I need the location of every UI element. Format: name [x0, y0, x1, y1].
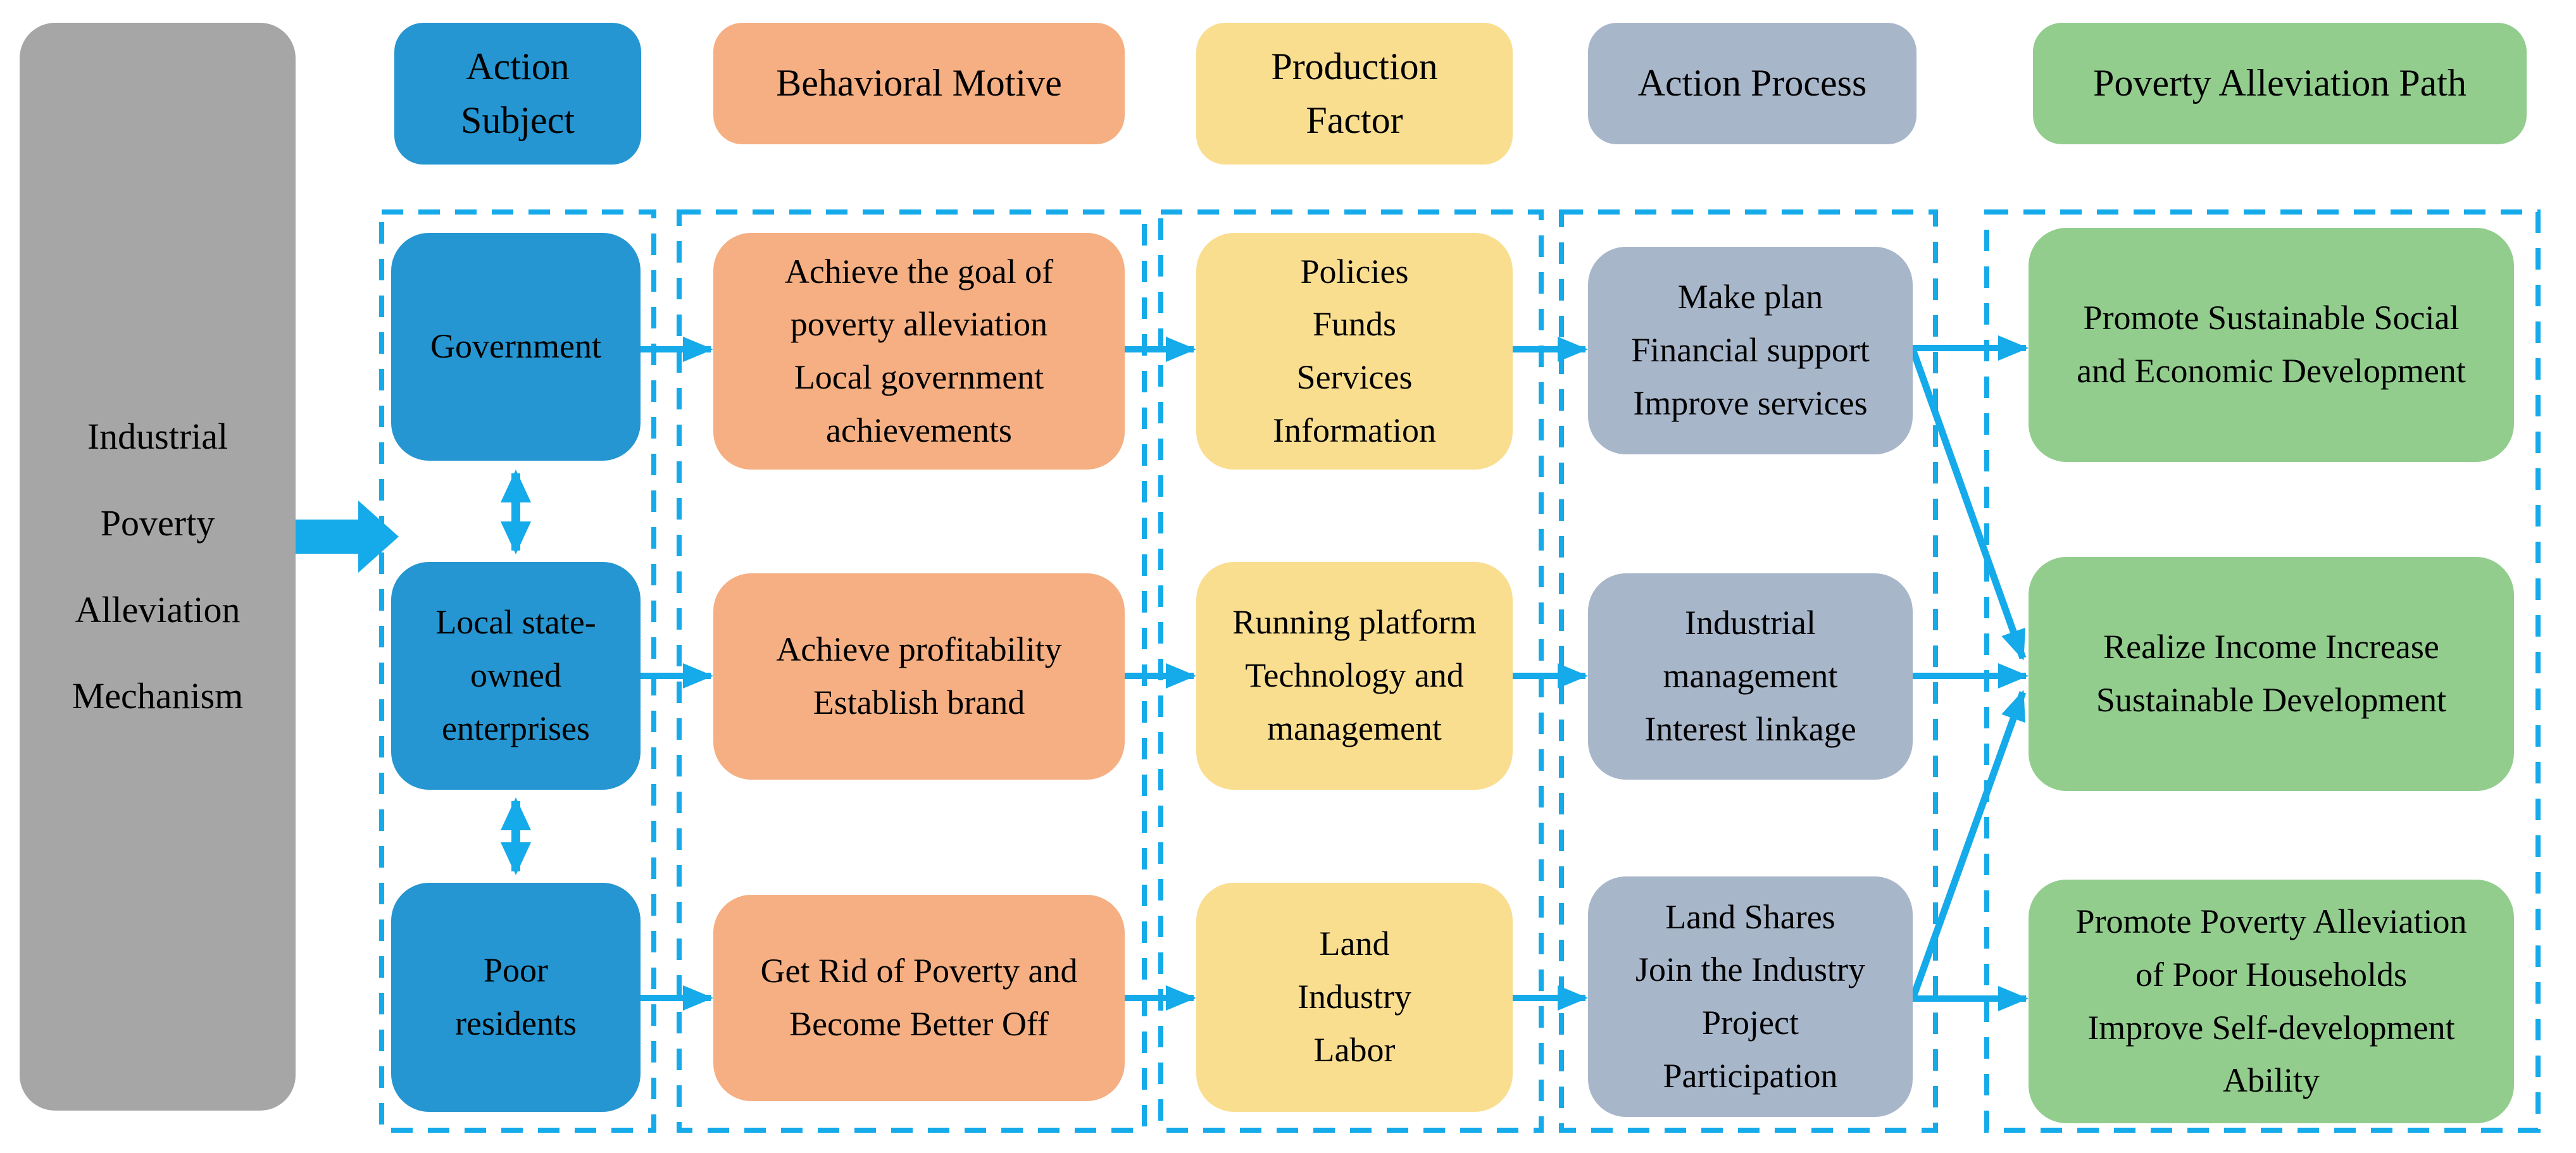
- header-production-factor: Production Factor: [1196, 23, 1513, 165]
- dashed-border-production-factor: [1158, 209, 1544, 1133]
- box-motive-government-label: Achieve the goal of poverty alleviation …: [784, 252, 1054, 449]
- dashed-border-action-process: [1559, 209, 1938, 1133]
- box-government-label: Government: [430, 327, 601, 366]
- header-action-process: Action Process: [1588, 23, 1916, 144]
- box-factor-enterprises: Running platform Technology and manageme…: [1196, 562, 1513, 790]
- box-path-social-economic-label: Promote Sustainable Social and Economic …: [2077, 299, 2466, 390]
- box-path-income-increase-label: Realize Income Increase Sustainable Deve…: [2096, 628, 2447, 719]
- box-motive-enterprises-label: Achieve profitability Establish brand: [776, 630, 1062, 721]
- box-motive-enterprises: Achieve profitability Establish brand: [713, 573, 1125, 780]
- box-path-poor-households: Promote Poverty Alleviation of Poor Hous…: [2029, 880, 2514, 1123]
- box-process-government: Make plan Financial support Improve serv…: [1588, 247, 1913, 454]
- box-path-income-increase: Realize Income Increase Sustainable Deve…: [2029, 557, 2514, 791]
- arrow-process1-to-path2-diagonal: [1909, 348, 2027, 661]
- box-factor-residents-label: Land Industry Labor: [1297, 925, 1411, 1069]
- header-behavioral-motive: Behavioral Motive: [713, 23, 1125, 144]
- box-path-social-economic: Promote Sustainable Social and Economic …: [2029, 228, 2514, 462]
- box-process-residents: Land Shares Join the Industry Project Pa…: [1588, 876, 1913, 1117]
- header-action-process-label: Action Process: [1637, 62, 1867, 104]
- mechanism-box: Industrial Poverty Alleviation Mechanism: [20, 23, 296, 1111]
- box-motive-residents-label: Get Rid of Poverty and Become Better Off: [760, 952, 1078, 1043]
- mechanism-arrow-icon: [295, 501, 399, 573]
- box-local-state-owned-enterprises-label: Local state- owned enterprises: [435, 603, 596, 747]
- box-path-poor-households-label: Promote Poverty Alleviation of Poor Hous…: [2075, 902, 2467, 1100]
- box-government: Government: [391, 233, 641, 461]
- header-action-subject-label: Action Subject: [461, 45, 575, 141]
- arrow-process3-to-path2-diagonal: [1909, 690, 2027, 1000]
- header-production-factor-label: Production Factor: [1271, 45, 1438, 141]
- header-poverty-alleviation-path: Poverty Alleviation Path: [2033, 23, 2527, 144]
- box-motive-government: Achieve the goal of poverty alleviation …: [713, 233, 1125, 470]
- header-poverty-alleviation-path-label: Poverty Alleviation Path: [2093, 62, 2467, 104]
- box-factor-government: Policies Funds Services Information: [1196, 233, 1513, 470]
- dashed-border-action-subject: [379, 209, 656, 1133]
- box-process-residents-label: Land Shares Join the Industry Project Pa…: [1635, 897, 1865, 1095]
- box-factor-enterprises-label: Running platform Technology and manageme…: [1232, 603, 1477, 747]
- box-poor-residents: Poor residents: [391, 883, 641, 1112]
- header-behavioral-motive-label: Behavioral Motive: [776, 62, 1062, 104]
- box-process-enterprises-label: Industrial management Interest linkage: [1644, 604, 1856, 748]
- box-factor-government-label: Policies Funds Services Information: [1273, 252, 1436, 449]
- box-motive-residents: Get Rid of Poverty and Become Better Off: [713, 895, 1125, 1101]
- box-process-enterprises: Industrial management Interest linkage: [1588, 573, 1913, 780]
- box-process-government-label: Make plan Financial support Improve serv…: [1631, 278, 1870, 422]
- header-action-subject: Action Subject: [394, 23, 641, 165]
- box-poor-residents-label: Poor residents: [455, 951, 577, 1042]
- dashed-border-behavioral-motive: [677, 209, 1147, 1133]
- box-factor-residents: Land Industry Labor: [1196, 883, 1513, 1112]
- mechanism-label: Industrial Poverty Alleviation Mechanism: [72, 415, 244, 717]
- box-local-state-owned-enterprises: Local state- owned enterprises: [391, 562, 641, 790]
- dashed-border-poverty-alleviation-path: [1984, 209, 2541, 1133]
